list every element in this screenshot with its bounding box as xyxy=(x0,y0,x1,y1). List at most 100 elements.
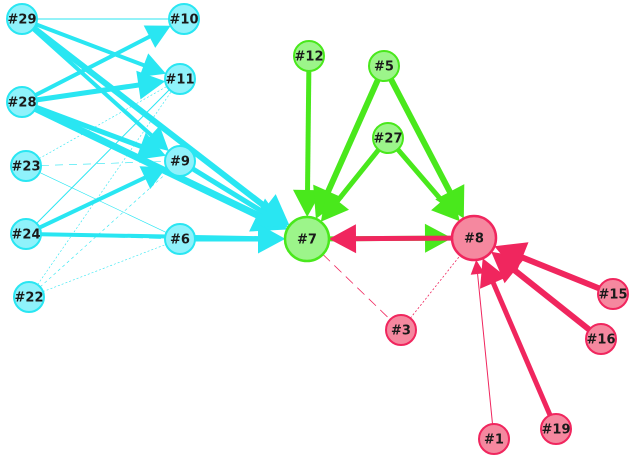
edge-line xyxy=(35,22,149,69)
edge-n28-to-n11 xyxy=(36,70,166,103)
node-label: #24 xyxy=(12,228,41,243)
node-label: #29 xyxy=(8,13,37,28)
edge-n27-to-n7 xyxy=(320,148,381,222)
edge-line xyxy=(508,264,592,333)
edge-line xyxy=(38,86,168,159)
node-circle[interactable] xyxy=(368,50,400,82)
node-n29[interactable]: #29 xyxy=(6,3,38,35)
node-n11[interactable]: #11 xyxy=(164,63,196,95)
edge-n23-to-n6 xyxy=(39,172,167,233)
edge-line xyxy=(388,77,456,199)
edge-n22-to-n11 xyxy=(37,91,172,285)
node-n8[interactable]: #8 xyxy=(450,214,498,262)
node-n12[interactable]: #12 xyxy=(293,40,325,72)
node-n10[interactable]: #10 xyxy=(168,3,200,35)
node-circle[interactable] xyxy=(13,281,45,313)
node-label: #16 xyxy=(587,333,616,348)
node-label: #3 xyxy=(391,324,411,339)
node-circle[interactable] xyxy=(585,323,617,355)
node-n16[interactable]: #16 xyxy=(585,323,617,355)
edge-n16-to-n8 xyxy=(491,251,592,333)
node-n9[interactable]: #9 xyxy=(164,145,196,177)
node-label: #19 xyxy=(542,423,571,438)
edge-line xyxy=(191,166,272,219)
edge-n5-to-n7 xyxy=(313,78,381,219)
edge-line xyxy=(322,254,391,320)
arrowhead xyxy=(143,25,171,48)
node-circle[interactable] xyxy=(283,215,331,263)
arrowhead xyxy=(136,70,166,100)
node-circle[interactable] xyxy=(164,63,196,95)
edge-line xyxy=(34,32,155,97)
node-n23[interactable]: #23 xyxy=(10,150,42,182)
node-n19[interactable]: #19 xyxy=(540,413,572,445)
edge-n29-to-n11 xyxy=(35,22,166,77)
node-n22[interactable]: #22 xyxy=(13,281,45,313)
edge-line xyxy=(332,148,381,207)
edge-n24-to-n9 xyxy=(38,166,167,230)
arrowhead xyxy=(480,258,507,289)
node-label: #6 xyxy=(170,233,190,248)
arrowhead xyxy=(329,224,357,254)
edge-line xyxy=(350,235,453,242)
node-circle[interactable] xyxy=(168,3,200,35)
node-circle[interactable] xyxy=(385,314,417,346)
edge-n7-to-n3 xyxy=(322,254,391,320)
node-circle[interactable] xyxy=(293,40,325,72)
edge-n24-to-n11 xyxy=(36,89,170,224)
node-circle[interactable] xyxy=(164,223,196,255)
node-circle[interactable] xyxy=(10,218,42,250)
node-circle[interactable] xyxy=(450,214,498,262)
node-circle[interactable] xyxy=(372,122,404,154)
node-n28[interactable]: #28 xyxy=(6,86,38,118)
arrowhead xyxy=(257,201,289,228)
edge-n1-to-n8 xyxy=(470,259,494,425)
node-n15[interactable]: #15 xyxy=(597,278,629,310)
node-label: #23 xyxy=(12,160,41,175)
node-circle[interactable] xyxy=(6,86,38,118)
node-circle[interactable] xyxy=(164,145,196,177)
edge-line xyxy=(323,78,381,199)
node-n27[interactable]: #27 xyxy=(372,122,404,154)
edge-line xyxy=(410,254,461,319)
edge-line xyxy=(304,70,312,196)
node-n1[interactable]: #1 xyxy=(478,423,510,455)
node-n6[interactable]: #6 xyxy=(164,223,196,255)
node-label: #9 xyxy=(170,155,190,170)
node-n24[interactable]: #24 xyxy=(10,218,42,250)
edge-line xyxy=(34,105,265,222)
node-n7[interactable]: #7 xyxy=(283,215,331,263)
edge-n22-to-n6 xyxy=(42,244,167,292)
edge-n28-to-n10 xyxy=(34,25,171,97)
edge-line xyxy=(515,252,601,292)
node-circle[interactable] xyxy=(478,423,510,455)
arrowhead xyxy=(491,251,526,284)
node-circle[interactable] xyxy=(540,413,572,445)
edge-line xyxy=(31,27,157,140)
node-n5[interactable]: #5 xyxy=(368,50,400,82)
node-n3[interactable]: #3 xyxy=(385,314,417,346)
edge-line xyxy=(38,173,151,230)
node-label: #15 xyxy=(599,288,628,303)
arrowhead xyxy=(431,191,460,222)
node-label: #22 xyxy=(15,291,44,306)
edge-n23-to-n9 xyxy=(40,161,166,166)
edge-line xyxy=(395,147,448,207)
edge-n3-to-n8 xyxy=(410,254,461,319)
node-layer: #29 #28 #23 #24 #22 #10 #11 #9 #6 #12 #5 #27 #7 #8 #3 #… xyxy=(6,3,629,455)
node-label: #5 xyxy=(374,60,394,75)
node-circle[interactable] xyxy=(6,3,38,35)
arrowhead xyxy=(135,132,166,160)
edge-n8-to-n7 xyxy=(329,224,453,254)
node-circle[interactable] xyxy=(597,278,629,310)
node-label: #1 xyxy=(484,433,504,448)
edge-line xyxy=(39,170,170,288)
node-label: #8 xyxy=(464,232,484,247)
edge-line xyxy=(37,91,172,285)
edge-line xyxy=(36,89,170,224)
edge-n27-to-n8 xyxy=(395,147,460,222)
edge-line xyxy=(488,277,553,417)
node-label: #12 xyxy=(295,50,324,65)
node-circle[interactable] xyxy=(10,150,42,182)
